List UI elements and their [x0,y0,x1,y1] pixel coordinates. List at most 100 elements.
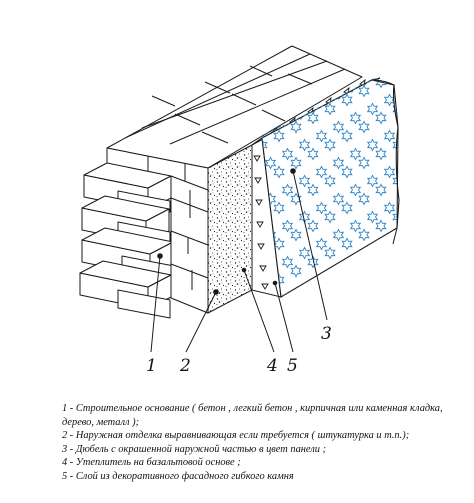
star-pattern-mark [402,301,412,312]
star-pattern-mark [290,156,302,170]
star-pattern-mark [341,165,353,179]
star-pattern-mark [366,102,379,116]
star-pattern-mark [366,246,379,260]
star-pattern-mark [334,14,344,25]
star-pattern-mark [325,0,335,7]
star-pattern-mark [402,337,412,348]
star-pattern-mark [368,355,378,366]
star-pattern-mark [385,310,395,321]
star-pattern-mark [274,383,284,394]
star-pattern-mark [300,356,310,367]
star-pattern-mark [376,364,386,375]
star-pattern-mark [273,129,285,143]
star-pattern-mark [392,282,398,296]
star-pattern-mark [325,392,335,396]
plaster-layer [207,144,253,314]
star-pattern-mark [359,373,369,384]
star-pattern-mark [281,147,294,161]
star-pattern-mark [358,156,370,170]
star-pattern-mark [349,291,362,297]
star-pattern-mark [315,165,328,179]
star-pattern-mark [375,291,387,297]
star-pattern-mark [385,346,395,357]
star-pattern-mark [375,255,387,269]
star-pattern-mark [266,302,276,313]
star-pattern-mark [291,14,301,25]
star-pattern-mark [359,13,369,24]
star-pattern-mark [325,356,335,367]
star-pattern-mark [281,183,294,197]
star-pattern-mark [341,237,353,251]
star-pattern-mark [402,265,412,276]
star-pattern-mark [375,183,387,197]
star-pattern-mark [257,32,267,43]
star-pattern-mark [375,219,387,233]
star-pattern-mark [332,264,345,278]
star-pattern-mark [341,273,353,287]
star-pattern-mark [308,365,318,376]
star-pattern-mark [351,4,361,15]
star-pattern-mark [366,282,379,296]
star-pattern-mark [351,40,361,51]
legend-item-5: 5 - Слой из декоративного фасадного гибк… [62,470,294,482]
star-pattern-mark [274,23,284,34]
star-pattern-mark [307,111,319,125]
star-pattern-mark [375,147,387,161]
callout-1: 1 [146,356,157,376]
star-pattern-mark [307,291,319,297]
star-pattern-mark [392,138,398,152]
star-pattern-mark [325,32,335,43]
star-pattern-mark [383,201,396,215]
star-pattern-mark [324,246,336,260]
star-pattern-mark [332,228,345,242]
legend-item-4: 4 - Утеплитель на базальтовой основе ; [62,457,241,469]
star-pattern-mark [308,41,318,52]
star-pattern-mark [358,228,370,242]
star-pattern-mark [385,58,395,69]
star-pattern-mark [334,338,344,349]
legend-item-2: 2 - Наружная отделка выравнивающая если … [62,430,410,442]
star-pattern-mark [334,302,344,313]
star-pattern-mark [393,31,403,42]
star-pattern-mark [385,22,395,33]
star-pattern-mark [392,246,398,260]
star-pattern-mark [376,4,386,15]
star-pattern-mark [349,111,362,125]
star-pattern-mark [315,237,328,251]
star-pattern-mark [334,374,344,385]
star-pattern-mark [290,264,302,278]
star-pattern-mark [307,147,319,161]
star-pattern-mark [324,210,336,224]
star-pattern-mark [351,364,361,375]
star-pattern-mark [307,219,319,233]
star-pattern-mark [358,84,370,98]
star-pattern-mark [342,22,352,33]
star-pattern-mark [273,165,285,179]
star-pattern-mark [291,338,301,349]
wall-layers-diagram: 1 2 3 4 5 [79,0,412,396]
star-pattern-mark [402,49,412,60]
star-pattern-mark [290,228,302,242]
star-pattern-mark [375,80,387,89]
star-pattern-mark [308,5,318,16]
star-pattern-mark [349,255,362,269]
star-pattern-mark [262,138,268,152]
legend: 1 - Строительное основание ( бетон , лег… [62,402,467,484]
star-pattern-mark [359,301,369,312]
star-pattern-mark [375,111,387,125]
star-pattern-mark [257,392,267,396]
callout-5: 5 [287,356,298,376]
star-pattern-mark [317,23,327,34]
star-pattern-mark [298,138,311,152]
star-pattern-mark [264,156,277,170]
star-pattern-mark [317,347,327,358]
star-pattern-mark [376,328,386,339]
star-pattern-mark [342,310,352,321]
callout-2: 2 [179,356,191,376]
star-pattern-mark [383,129,396,143]
star-pattern-mark [300,32,310,43]
star-pattern-mark [290,120,302,134]
star-pattern-mark [392,210,398,224]
star-pattern-mark [359,49,369,60]
star-pattern-mark [383,93,396,107]
